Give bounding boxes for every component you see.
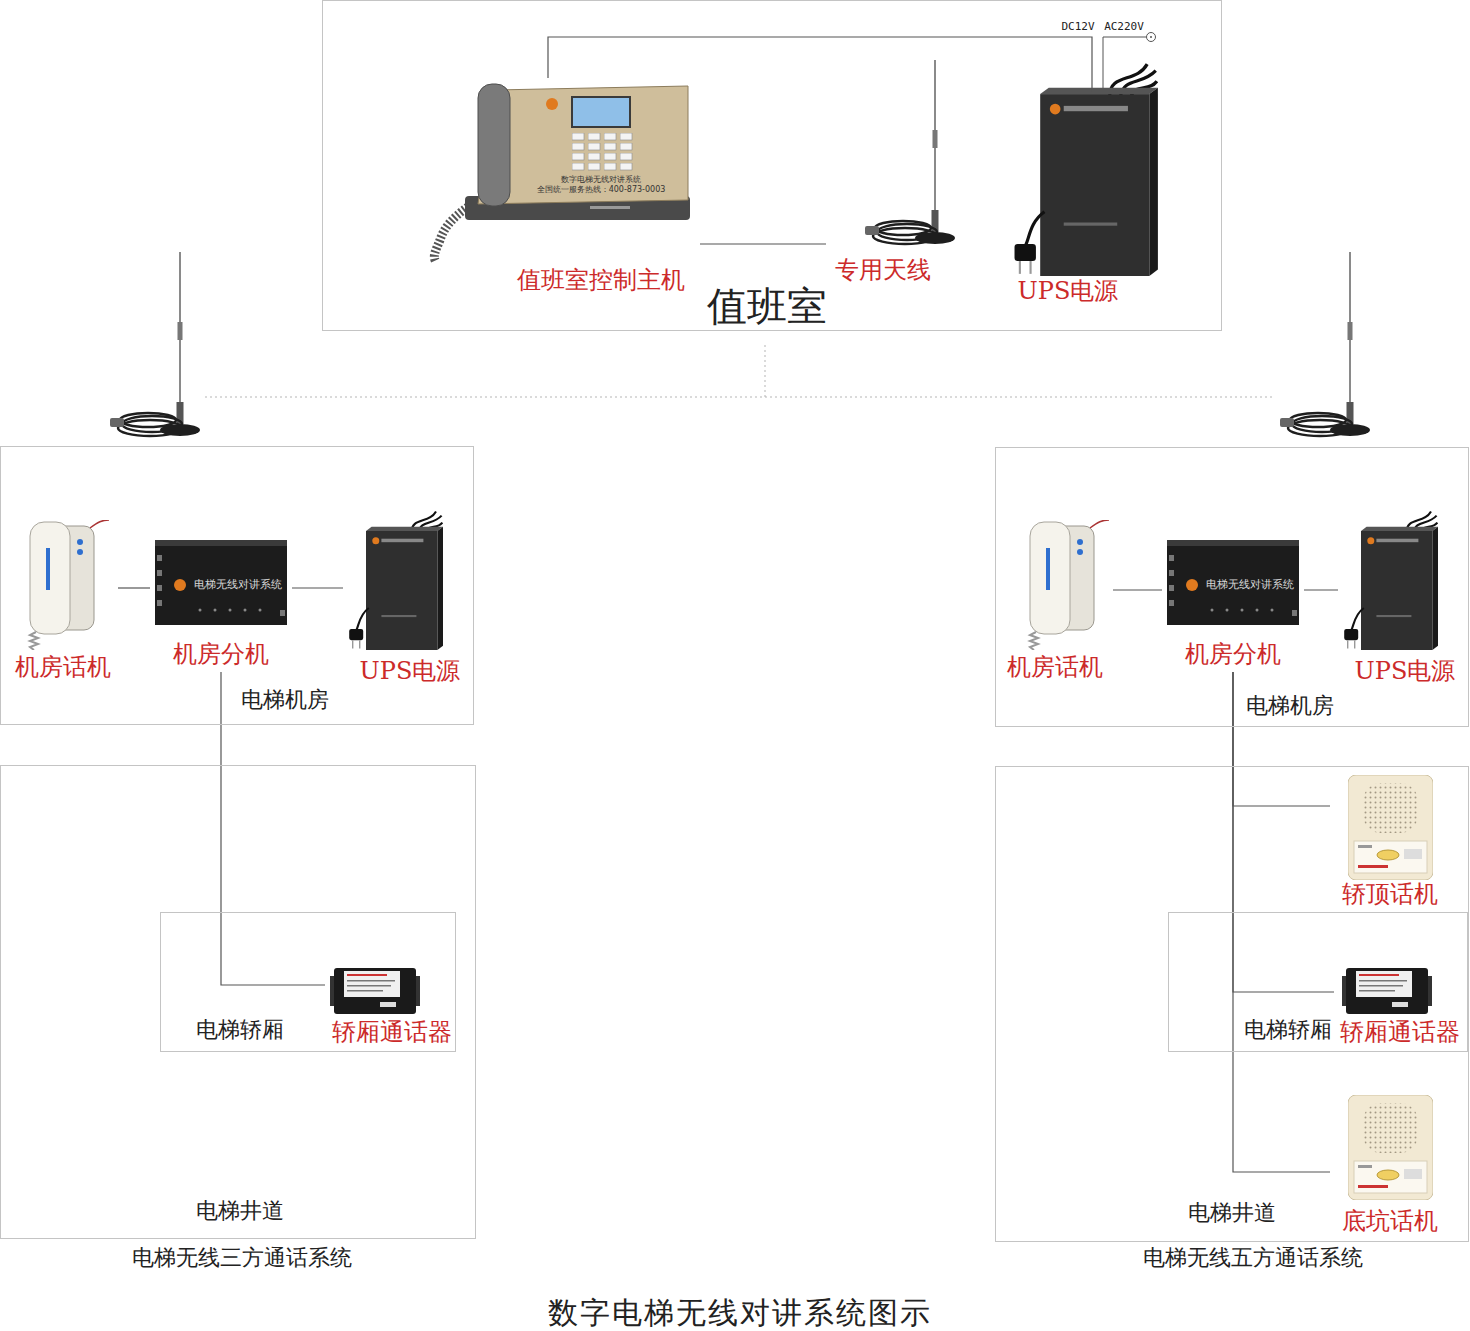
device-label: 轿厢通话器: [1340, 1019, 1460, 1047]
device-print: 数字电梯无线对讲系统: [561, 175, 641, 184]
device-label: UPS电源: [1018, 278, 1119, 306]
area-label: 电梯机房: [1246, 693, 1334, 718]
device-label: 底坑话机: [1342, 1208, 1438, 1236]
device-label: 轿顶话机: [1342, 881, 1438, 909]
area-label: 电梯轿厢: [1244, 1017, 1332, 1042]
device-box: UPS电源: [343, 505, 468, 687]
device-label: 机房分机: [173, 641, 269, 669]
device-print: 全国统一服务热线：400-873-0003: [537, 185, 666, 194]
area-label: 电梯井道: [1188, 1200, 1276, 1225]
ups-unit: [349, 511, 443, 650]
circle-part: [546, 98, 558, 110]
area-box: 电梯轿厢 轿厢通话器: [160, 912, 456, 1052]
device-print: 电梯无线对讲系统: [1206, 579, 1294, 592]
ups-unit: [1344, 511, 1438, 650]
speaker-phone: [1348, 775, 1433, 880]
extension-box: [155, 540, 287, 625]
extension-box: [1167, 540, 1299, 625]
area-box: 电梯轿厢轿厢通话器: [1168, 912, 1468, 1052]
device-box: 专用天线: [826, 55, 966, 290]
wireless-link: [205, 345, 1275, 397]
device-box: 机房分机: [1162, 535, 1304, 672]
device-print: 电梯无线对讲系统: [194, 579, 282, 592]
system-caption: 电梯无线五方通话系统: [1143, 1245, 1363, 1270]
device-box: 轿厢通话器: [1334, 955, 1464, 1048]
car-intercom: [1342, 968, 1432, 1014]
area-label: 电梯机房: [241, 687, 329, 712]
antenna: [1280, 252, 1370, 436]
ups-unit: [1015, 64, 1158, 276]
device-label: UPS电源: [360, 658, 461, 686]
rect-part: [590, 206, 630, 209]
wire: [548, 37, 1092, 92]
antenna: [865, 60, 955, 244]
area-label: 电梯井道: [196, 1198, 284, 1223]
area-label: 电梯轿厢: [196, 1017, 284, 1042]
area-box: 电梯井道 电梯轿厢 轿厢通话器: [0, 765, 476, 1239]
device-label: 轿厢通话器: [332, 1019, 452, 1047]
power-terminal: [1147, 33, 1156, 42]
diagram-title: 数字电梯无线对讲系统图示: [548, 1296, 932, 1331]
speaker-phone: [1348, 1095, 1433, 1200]
rect-part: [572, 97, 630, 127]
power-terminal: [1150, 36, 1152, 38]
device-label: 值班室控制主机: [517, 267, 685, 295]
device-box: 机房话机: [1003, 515, 1113, 683]
wire: [221, 672, 325, 985]
device-box: 机房话机: [8, 515, 118, 683]
antenna: [110, 252, 200, 436]
voltage-label: AC220V: [1104, 21, 1144, 34]
host-phone: [434, 84, 690, 262]
area-box: 电梯井道 轿顶话机电梯轿厢轿厢通话器底坑话机: [995, 766, 1469, 1242]
device-box: 轿厢通话器: [325, 955, 455, 1048]
wall-phone: [30, 520, 109, 650]
system-caption: 电梯无线三方通话系统: [132, 1245, 352, 1270]
power-wire: [1103, 37, 1146, 92]
wall-phone: [1030, 520, 1109, 650]
wire: [1113, 589, 1162, 590]
wire: [1233, 672, 1330, 1172]
device-box: 底坑话机: [1330, 1092, 1455, 1238]
area-label: 值班室: [707, 283, 827, 329]
rect-part: [478, 84, 510, 206]
wire: [1233, 672, 1334, 992]
wire: [292, 587, 343, 588]
device-box: 轿顶话机: [1330, 772, 1455, 912]
device-box: UPS电源: [1008, 92, 1168, 307]
device-label: 机房话机: [1007, 654, 1103, 682]
device-box: UPS电源: [1338, 505, 1465, 687]
device-label: UPS电源: [1355, 658, 1456, 686]
wire: [1233, 672, 1330, 806]
car-intercom: [330, 968, 420, 1014]
wire: [1304, 589, 1338, 590]
device-label: 专用天线: [835, 257, 931, 285]
wire: [118, 587, 150, 588]
voltage-label: DC12V: [1061, 21, 1094, 34]
rect-part: [572, 133, 636, 173]
area-box: 值班室值班室控制主机 专用天线 UPS电源: [322, 0, 1222, 331]
wire: [700, 243, 826, 244]
device-label: 机房分机: [1185, 641, 1281, 669]
device-label: 机房话机: [15, 654, 111, 682]
device-box: 机房分机: [150, 535, 292, 672]
